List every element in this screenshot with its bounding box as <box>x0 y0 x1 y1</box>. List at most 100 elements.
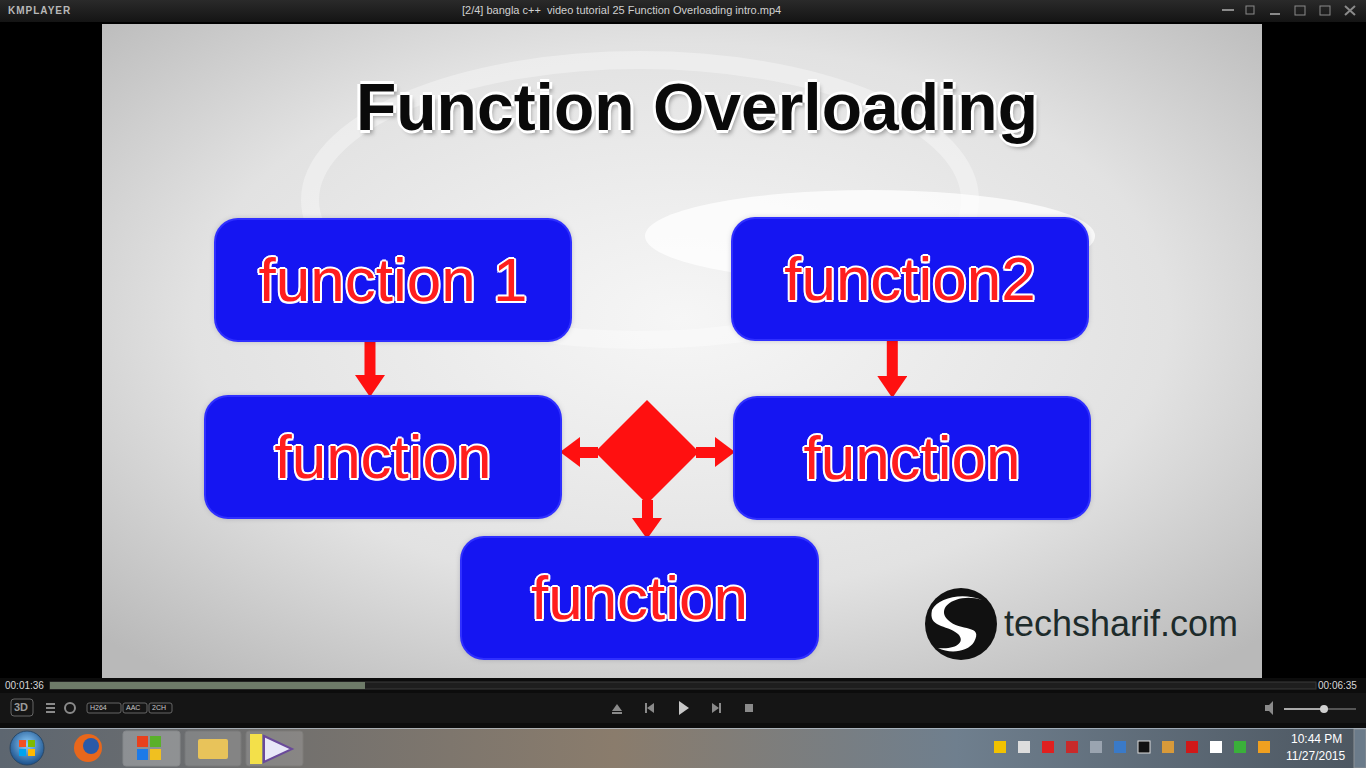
process-box: function <box>462 538 817 658</box>
button-icon <box>1246 6 1254 14</box>
3d-label: 3D <box>14 701 28 713</box>
app-icon <box>150 749 161 760</box>
windows-flag <box>19 740 26 747</box>
tray-icon <box>1138 741 1150 753</box>
arrow-head <box>632 518 662 539</box>
windows-flag <box>28 749 35 756</box>
show-desktop <box>1354 729 1366 768</box>
player-icon <box>250 734 262 764</box>
volume-knob <box>1320 705 1328 713</box>
logo-circle <box>925 588 997 660</box>
total-time: 00:06:35 <box>1318 680 1357 691</box>
node-text: function <box>531 565 748 630</box>
button-icon <box>1222 9 1234 11</box>
close-icon <box>1345 6 1355 15</box>
prev-icon <box>645 703 647 713</box>
control-icons <box>46 701 1356 715</box>
codec-badge-text: AAC <box>126 704 140 712</box>
task-button <box>123 731 180 766</box>
tray-icon <box>1090 741 1102 753</box>
volume-level <box>1284 708 1324 710</box>
tray-icon <box>1114 741 1126 753</box>
clock-time: 10:44 PM <box>1291 733 1342 746</box>
arrow-shaft <box>578 447 598 458</box>
process-box: function <box>206 397 560 517</box>
stop-icon <box>745 704 753 712</box>
tray-icons <box>994 741 1270 753</box>
tray-icon <box>1042 741 1054 753</box>
firefox-icon <box>83 738 99 754</box>
codec-badge <box>123 703 147 713</box>
logo-swoosh <box>931 596 982 651</box>
task-button <box>246 731 303 766</box>
flow-arrow <box>364 340 375 375</box>
tray-icon <box>994 741 1006 753</box>
folder-icon <box>198 739 228 759</box>
process-box: function 1 <box>216 220 570 340</box>
app-icon <box>150 736 161 747</box>
task-button <box>185 731 241 766</box>
prev-icon <box>647 703 654 713</box>
flow-arrow <box>887 339 898 376</box>
process-box: function2 <box>733 219 1087 339</box>
elapsed-time: 00:01:36 <box>5 680 44 691</box>
start-orb <box>10 731 44 765</box>
codec-badge-text: H264 <box>90 704 107 712</box>
tray-icon <box>1258 741 1270 753</box>
tray-icon <box>1234 741 1246 753</box>
eject-icon <box>612 712 622 714</box>
button-icon <box>1295 6 1305 15</box>
tray-icon <box>1018 741 1030 753</box>
gear-icon <box>65 703 75 713</box>
app-icon <box>137 736 148 747</box>
firefox-icon <box>74 734 102 762</box>
next-icon <box>712 703 719 713</box>
seek-progress <box>50 682 365 689</box>
windows-flag <box>28 740 35 747</box>
arrow-head <box>560 437 580 467</box>
window-title: [2/4] bangla c++ video tutorial 25 Funct… <box>462 4 781 16</box>
player-icon <box>264 736 292 762</box>
arrow-shaft <box>696 447 717 458</box>
node-text: function 1 <box>259 247 528 312</box>
3d-button <box>11 699 33 716</box>
play-icon <box>679 701 689 715</box>
arrow-head <box>715 437 735 467</box>
app-icon <box>137 749 148 760</box>
codec-badge <box>149 703 172 713</box>
button-icon <box>1320 6 1330 15</box>
list-icon <box>46 711 55 713</box>
window-buttons <box>1222 6 1355 15</box>
watermark: techsharif.com <box>1004 604 1238 644</box>
button-icon <box>1270 13 1280 15</box>
codec-badge-text: 2CH <box>152 704 166 712</box>
tray-icon <box>1210 741 1222 753</box>
codec-badge <box>87 703 121 713</box>
decision-diamond-group <box>560 400 735 539</box>
title-bar <box>0 0 1366 22</box>
control-bar <box>0 693 1366 723</box>
decision-diamond <box>595 400 699 504</box>
control-panel <box>0 678 1366 728</box>
volume-icon <box>1265 701 1273 715</box>
process-box: function <box>735 398 1089 518</box>
node-text: function2 <box>784 246 1036 311</box>
video-frame <box>102 24 1262 678</box>
tray-icon <box>1186 741 1198 753</box>
slide-title: Function Overloading <box>356 74 1038 140</box>
eject-icon <box>612 704 622 711</box>
node-text: function <box>803 425 1020 490</box>
app-logo: KMPLAYER <box>8 5 71 16</box>
list-icon <box>46 707 55 709</box>
arrow-shaft <box>642 500 653 520</box>
taskbar <box>0 728 1366 768</box>
next-icon <box>719 703 721 713</box>
list-icon <box>46 703 55 705</box>
seek-bar <box>50 682 1316 689</box>
tray-icon <box>1066 741 1078 753</box>
taskbar-edge <box>0 728 1366 729</box>
clock-date: 11/27/2015 <box>1286 750 1345 763</box>
windows-flag <box>19 749 26 756</box>
